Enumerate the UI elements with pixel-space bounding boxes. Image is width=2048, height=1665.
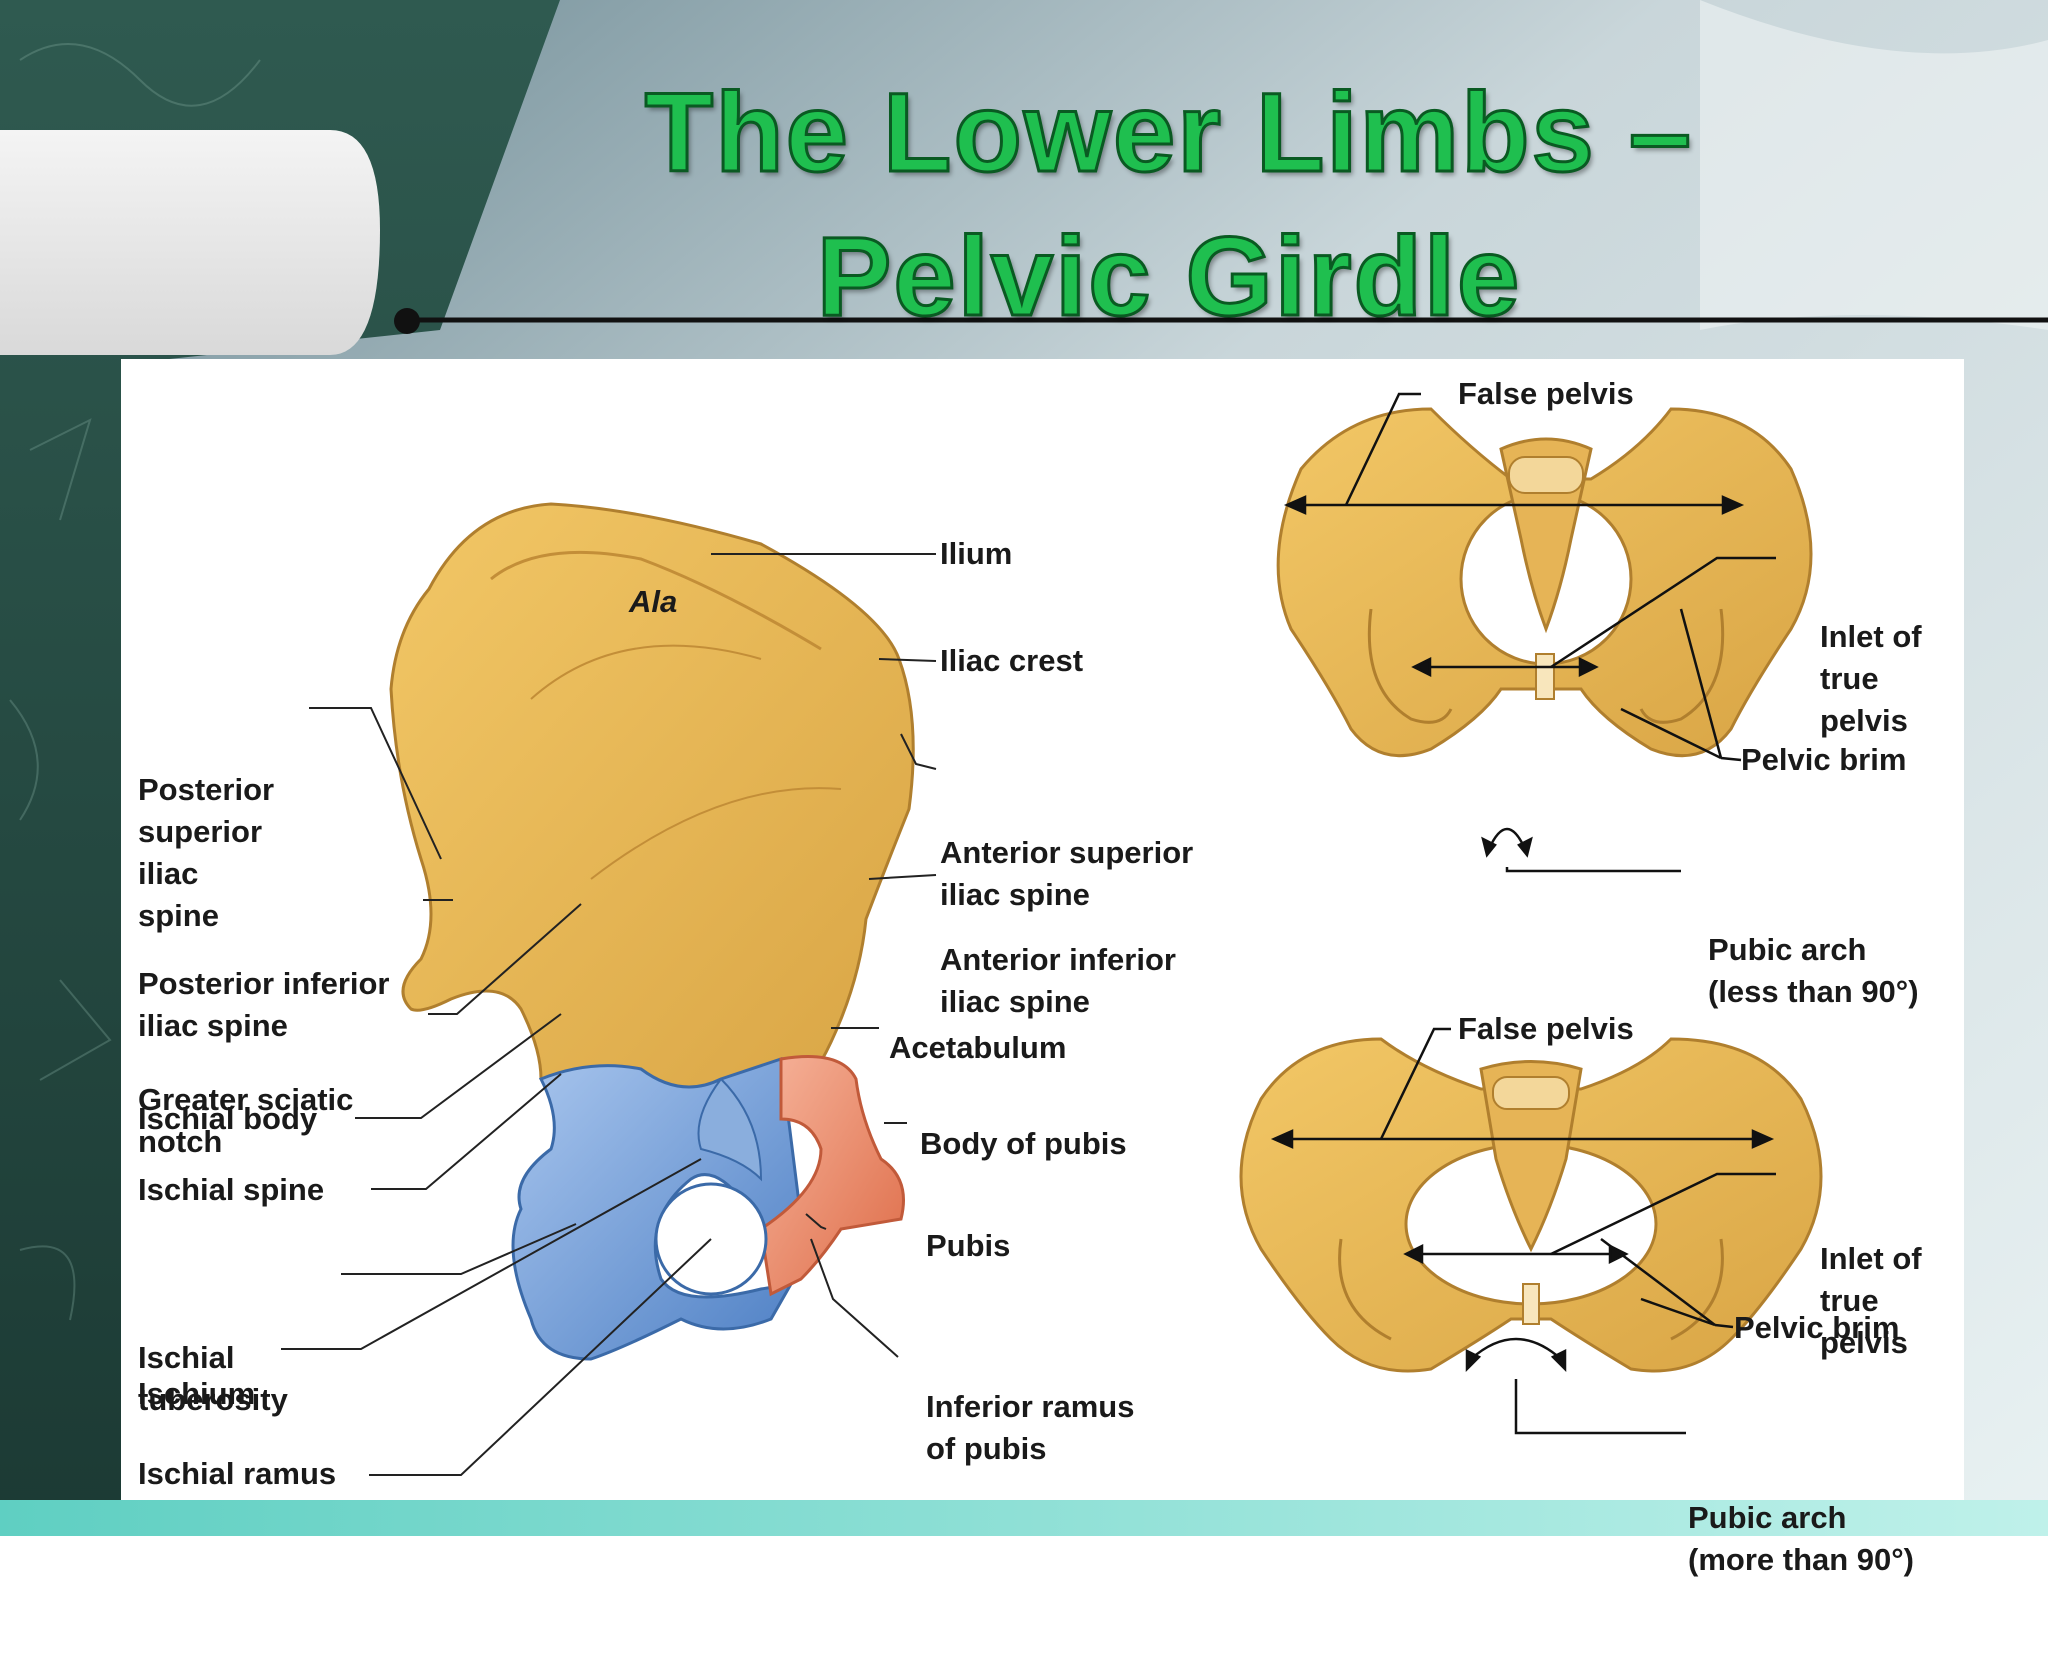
pelvis-bottom-illustration	[1239, 1037, 1823, 1373]
title-line-2: Pelvic Girdle	[815, 213, 1522, 341]
label-pelvic-brim-top: Pelvic brim	[1741, 742, 1907, 777]
pelvis-bottom-leader-lines	[1270, 1027, 1776, 1435]
label-false-pelvis-bottom: False pelvis	[1458, 1011, 1634, 1046]
label-iliac-crest: Iliac crest	[940, 643, 1084, 678]
figure-illustration	[281, 392, 1823, 1476]
pelvis-top-illustration	[1276, 407, 1813, 758]
hip-bone-illustration	[389, 502, 915, 1361]
label-ischial-ramus: Ischial ramus	[138, 1456, 337, 1491]
label-ischium: Ischium	[138, 1376, 256, 1411]
pelvis-top-leader-lines	[1283, 392, 1776, 873]
label-ilium: Ilium	[940, 536, 1013, 571]
label-pelvic-brim-bottom: Pelvic brim	[1734, 1310, 1900, 1345]
label-pubis: Pubis	[926, 1228, 1011, 1263]
label-ischial-body: Ischial body	[138, 1101, 318, 1136]
label-pubic-arch-bottom: Pubic arch(more than 90°)	[1688, 1500, 1914, 1577]
label-body-of-pubis: Body of pubis	[920, 1126, 1127, 1161]
hip-bone-leader-lines	[281, 553, 937, 1476]
title-line-1: The Lower Limbs –	[643, 69, 1694, 197]
label-ala: Ala	[629, 584, 678, 619]
label-acetabulum: Acetabulum	[889, 1030, 1067, 1065]
label-pubic-arch-top: Pubic arch(less than 90°)	[1708, 932, 1919, 1009]
label-ischial-spine: Ischial spine	[138, 1172, 325, 1207]
label-false-pelvis-top: False pelvis	[1458, 376, 1634, 411]
